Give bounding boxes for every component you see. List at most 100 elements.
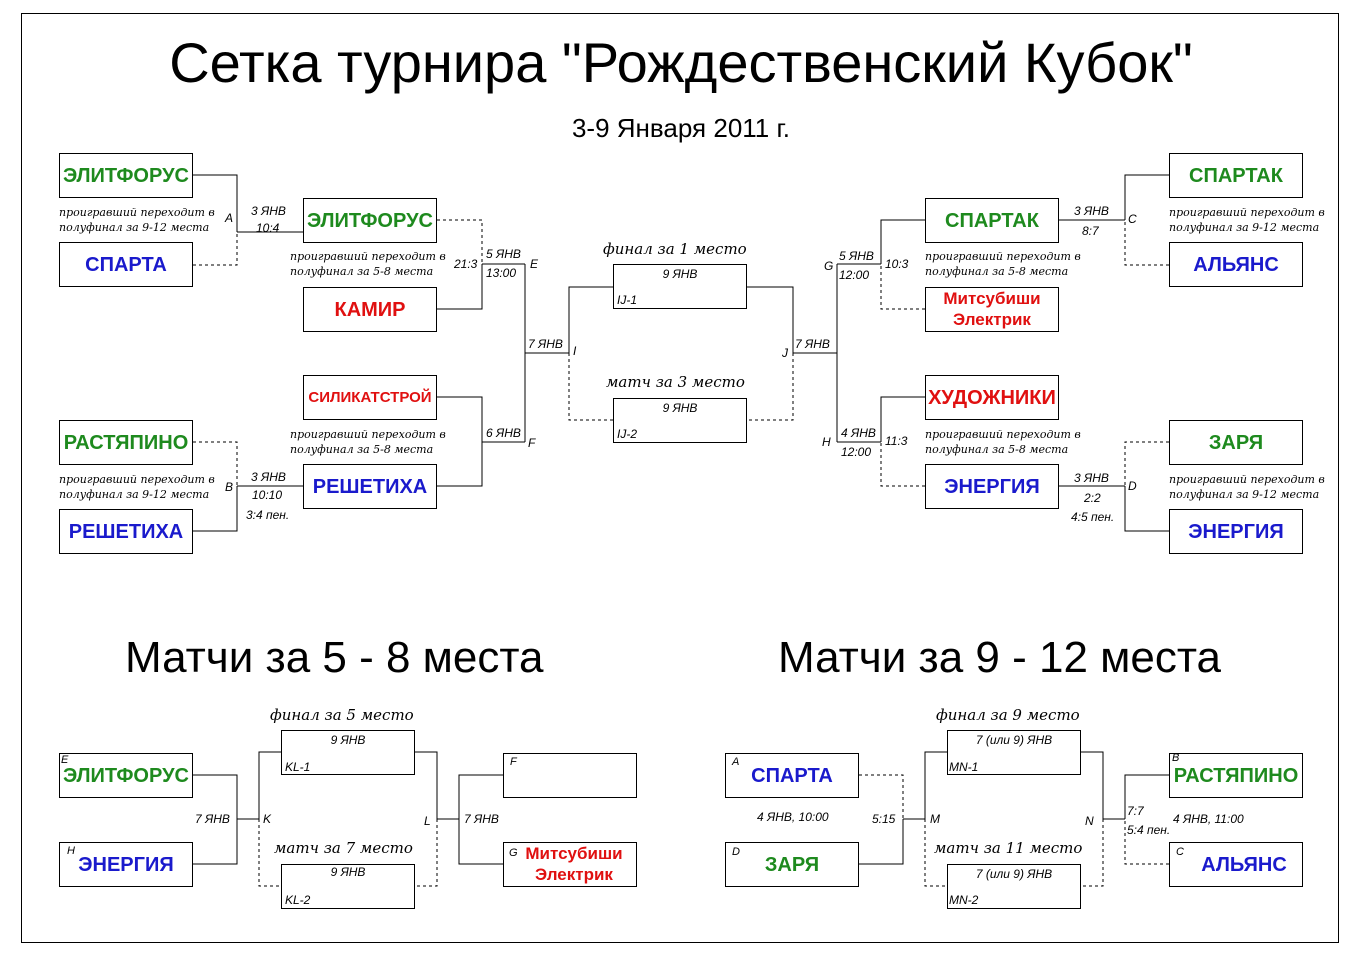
match-date-m: 4 ЯНВ, 10:00: [757, 810, 829, 824]
fifth-place-code: KL-1: [285, 760, 311, 774]
tag-b-n: B: [1172, 752, 1180, 764]
tag-e-k: E: [61, 754, 69, 766]
team-box-empty-l: [503, 753, 637, 798]
team-box-zarya-d: ЗАРЯ: [1169, 420, 1303, 465]
match-penalty-d: 4:5 пен.: [1071, 510, 1115, 524]
match-score-m: 5:15: [872, 812, 896, 826]
seventh-place-date: 9 ЯНВ: [330, 865, 366, 879]
ninth-place-match-box: 7 (или 9) ЯНВ MN-1: [947, 730, 1081, 775]
team-box-mitsubishi-l: Митсубиши Электрик: [503, 842, 637, 887]
match-score-c: 8:7: [1082, 224, 1099, 238]
team-box-hudozhniki-h: ХУДОЖНИКИ: [925, 375, 1059, 420]
team-box-energiya-d: ЭНЕРГИЯ: [1169, 509, 1303, 554]
match-label-d: D: [1128, 479, 1137, 493]
match-date-n: 4 ЯНВ, 11:00: [1173, 812, 1244, 826]
third-place-code: IJ-2: [617, 427, 638, 441]
loser-note-h: проигравший переходит в полуфинал за 5-8…: [925, 428, 1081, 456]
match-score-d: 2:2: [1084, 491, 1101, 505]
match-date-a: 3 ЯНВ: [251, 204, 286, 218]
match-label-k: K: [263, 812, 272, 826]
match-time-g: 12:00: [839, 268, 870, 282]
final-title: финал за 1 место: [603, 240, 747, 258]
team-box-zarya-m: ЗАРЯ: [725, 842, 859, 887]
match-label-n: N: [1085, 814, 1094, 828]
loser-note-b: проигравший переходит в полуфинал за 9-1…: [59, 473, 215, 501]
third-place-title: матч за 3 место: [606, 373, 745, 391]
match-label-b: B: [225, 480, 234, 494]
match-time-h: 12:00: [841, 445, 872, 459]
tag-d-m: D: [732, 846, 740, 858]
final-match-box: 9 ЯНВ IJ-1: [613, 264, 747, 309]
match-label-j: J: [782, 346, 788, 360]
eleventh-place-match-box: 7 (или 9) ЯНВ MN-2: [947, 864, 1081, 909]
tag-c-n: C: [1176, 846, 1184, 858]
match-score-g: 10:3: [885, 257, 909, 271]
match-score-n: 7:7: [1127, 804, 1144, 818]
match-label-e: E: [530, 257, 539, 271]
final-code: IJ-1: [617, 293, 638, 307]
loser-note-g: проигравший переходит в полуфинал за 5-8…: [925, 250, 1081, 278]
team-box-alyans-n: АЛЬЯНС: [1169, 842, 1303, 887]
loser-note-a: проигравший переходит в полуфинал за 9-1…: [59, 206, 215, 234]
loser-note-f: проигравший переходит в полуфинал за 5-8…: [290, 428, 446, 456]
team-box-mitsubishi-g: Митсубиши Электрик: [925, 287, 1059, 332]
loser-note-d: проигравший переходит в полуфинал за 9-1…: [1169, 473, 1325, 501]
match-penalty-n: 5:4 пен.: [1127, 823, 1171, 837]
team-box-spartak-c: СПАРТАК: [1169, 153, 1303, 198]
team-box-rastyapino-n: РАСТЯПИНО: [1169, 753, 1303, 798]
section-heading-5-8: Матчи за 5 - 8 места: [125, 633, 544, 682]
team-box-alyans-c: АЛЬЯНС: [1169, 242, 1303, 287]
match-label-l: L: [424, 814, 431, 828]
third-place-date: 9 ЯНВ: [662, 401, 698, 415]
match-date-k: 7 ЯНВ: [195, 812, 230, 826]
loser-note-c: проигравший переходит в полуфинал за 9-1…: [1169, 206, 1325, 234]
match-date-j: 7 ЯНВ: [795, 337, 830, 351]
page-subtitle: 3-9 Января 2011 г.: [571, 113, 791, 143]
match-label-m: M: [930, 812, 940, 826]
team-box-reshetiha-f: РЕШЕТИХА: [303, 464, 437, 509]
team-box-silikatstroy-f: СИЛИКАТСТРОЙ: [303, 375, 437, 420]
team-box-sparta-m: СПАРТА: [725, 753, 859, 798]
match-label-c: C: [1128, 212, 1137, 226]
tag-h-k: H: [67, 845, 75, 857]
match-time-e: 13:00: [486, 266, 517, 280]
match-score-h: 11:3: [885, 434, 908, 448]
match-label-a: A: [225, 211, 234, 225]
tag-f-l: F: [510, 756, 517, 768]
eleventh-place-code: MN-2: [949, 893, 979, 907]
team-box-elitforus-a: ЭЛИТФОРУС: [59, 153, 193, 198]
team-box-elitforus-e: ЭЛИТФОРУС: [303, 198, 437, 243]
team-box-spartak-g: СПАРТАК: [925, 198, 1059, 243]
match-label-i: I: [573, 344, 577, 358]
team-box-energiya-h: ЭНЕРГИЯ: [925, 464, 1059, 509]
tag-a-m: A: [732, 756, 740, 768]
match-date-f: 6 ЯНВ: [486, 426, 521, 440]
match-label-g: G: [824, 259, 834, 273]
team-box-sparta-a: СПАРТА: [59, 242, 193, 287]
eleventh-place-title: матч за 11 место: [934, 839, 1083, 857]
team-box-reshetiha-b: РЕШЕТИХА: [59, 509, 193, 554]
tag-g-l: G: [509, 847, 518, 859]
seventh-place-code: KL-2: [285, 893, 311, 907]
ninth-place-title: финал за 9 место: [936, 706, 1080, 724]
match-penalty-b: 3:4 пен.: [246, 508, 290, 522]
match-score-e: 21:3: [454, 257, 478, 271]
match-score-a: 10:4: [256, 221, 280, 235]
fifth-place-title: финал за 5 место: [270, 706, 414, 724]
team-box-elitforus-k: ЭЛИТФОРУС: [59, 753, 193, 798]
loser-note-e: проигравший переходит в полуфинал за 5-8…: [290, 250, 446, 278]
fifth-place-match-box: 9 ЯНВ KL-1: [281, 730, 415, 775]
section-heading-9-12: Матчи за 9 - 12 места: [778, 633, 1221, 682]
match-date-e: 5 ЯНВ: [486, 247, 521, 261]
seventh-place-match-box: 9 ЯНВ KL-2: [281, 864, 415, 909]
eleventh-place-date: 7 (или 9) ЯНВ: [975, 867, 1053, 881]
match-date-g: 5 ЯНВ: [839, 249, 874, 263]
team-box-energiya-k: ЭНЕРГИЯ: [59, 842, 193, 887]
match-date-h: 4 ЯНВ: [841, 426, 876, 440]
match-label-h: H: [822, 435, 831, 449]
fifth-place-date: 9 ЯНВ: [330, 733, 366, 747]
match-date-i: 7 ЯНВ: [528, 337, 563, 351]
ninth-place-date: 7 (или 9) ЯНВ: [975, 733, 1053, 747]
match-label-f: F: [528, 436, 536, 450]
